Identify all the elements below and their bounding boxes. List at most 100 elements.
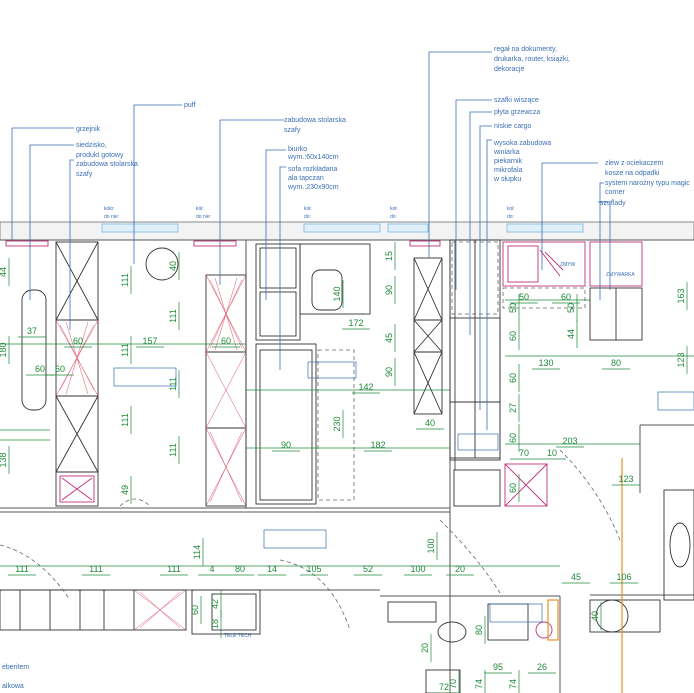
bottom-cabinets bbox=[0, 544, 261, 635]
dimension-label: 203 bbox=[562, 436, 577, 446]
label-siedzisko: siedzisko,produkt gotowy bbox=[76, 142, 124, 159]
dimension-label: 40 bbox=[590, 611, 600, 621]
leaders bbox=[11, 51, 611, 430]
dimension-label: 111 bbox=[168, 309, 178, 323]
dimension-label: 40 bbox=[425, 418, 435, 428]
dimension-label: 100 bbox=[426, 538, 436, 553]
dimension-label: 180 bbox=[0, 342, 8, 357]
dimension-label: 123 bbox=[676, 352, 686, 367]
dimension-label: 74 bbox=[508, 679, 518, 689]
dimension-label: 18 bbox=[210, 619, 220, 629]
door-swings bbox=[119, 498, 501, 631]
dimension-label: 111 bbox=[168, 377, 178, 391]
dimension-label: 90 bbox=[384, 367, 394, 377]
dimension-label: 50 bbox=[519, 292, 529, 302]
dimension-label: 60 bbox=[508, 373, 518, 383]
window-tags: koło:do nie: koł:do nie: koł:do: koł:do:… bbox=[104, 206, 635, 639]
svg-text:koło:do nie:: koło:do nie: bbox=[104, 206, 119, 220]
dimension-label: 60 bbox=[73, 336, 83, 346]
dimension-label: 90 bbox=[281, 440, 291, 450]
dimension-label: 60 bbox=[190, 605, 200, 615]
dimension-label: 42 bbox=[210, 599, 220, 609]
dimension-label: 26 bbox=[537, 662, 547, 672]
dimension-label: 20 bbox=[455, 564, 465, 574]
dimension-label: 90 bbox=[384, 285, 394, 295]
dimension-label: 60 bbox=[561, 292, 571, 302]
label-szafki: szafki wiszące bbox=[494, 97, 539, 104]
dimension-label: 37 bbox=[27, 326, 37, 336]
dimension-label: 80 bbox=[611, 358, 621, 368]
kitchen bbox=[449, 239, 643, 507]
dimension-label: 60 bbox=[35, 364, 45, 374]
svg-text:ZMYW: ZMYW bbox=[560, 262, 576, 268]
labels: regał na dokumenty,drukarka, router, ksi… bbox=[2, 46, 690, 690]
dimension-label: 72 bbox=[439, 682, 449, 692]
dimension-label: 52 bbox=[363, 564, 373, 574]
dimension-label: 182 bbox=[370, 440, 385, 450]
dimension-label: 49 bbox=[120, 485, 130, 495]
svg-text:TELE TECH: TELE TECH bbox=[224, 633, 252, 639]
dimension-label: 111 bbox=[89, 564, 103, 574]
dimension-label: 123 bbox=[618, 474, 633, 484]
dimension-label: 140 bbox=[332, 286, 342, 301]
dimension-label: 50 bbox=[508, 303, 518, 313]
dimension-label: 80 bbox=[235, 564, 245, 574]
dimension-label: 60 bbox=[508, 483, 518, 493]
dimension-label: 111 bbox=[120, 343, 130, 357]
dimension-label: 111 bbox=[120, 273, 130, 287]
dimension-label: 60 bbox=[55, 364, 65, 374]
dimension-label: 111 bbox=[120, 413, 130, 427]
middle-wardrobe bbox=[205, 274, 247, 507]
dimension-label: 44 bbox=[566, 329, 576, 339]
puff-shape bbox=[145, 247, 179, 281]
dimension-label: 60 bbox=[508, 331, 518, 341]
dimension-label: 157 bbox=[142, 336, 157, 346]
dimension-label: 60 bbox=[508, 433, 518, 443]
svg-text:koł:do nie:: koł:do nie: bbox=[196, 206, 211, 220]
dimension-label: 80 bbox=[474, 625, 484, 635]
left-wardrobe bbox=[55, 241, 99, 507]
windows bbox=[101, 223, 584, 233]
sofa bbox=[255, 343, 355, 505]
dimension-label: 60 bbox=[221, 336, 231, 346]
svg-text:koł:do:: koł:do: bbox=[507, 206, 515, 220]
label-szuflady: szuflady bbox=[600, 200, 626, 207]
dimension-label: 142 bbox=[358, 382, 373, 392]
dimension-label: 70 bbox=[519, 448, 529, 458]
dimension-label: 106 bbox=[616, 572, 631, 582]
label-cargo: niskie cargo bbox=[494, 123, 531, 130]
svg-text:koł:do:: koł:do: bbox=[304, 206, 312, 220]
dimension-label: 130 bbox=[538, 358, 553, 368]
dimension-label: 100 bbox=[410, 564, 425, 574]
right-cabinet bbox=[413, 257, 443, 415]
dimension-label: 114 bbox=[192, 545, 202, 559]
dimension-label: 14 bbox=[267, 564, 277, 574]
svg-text:koł:do:: koł:do: bbox=[390, 206, 398, 220]
dimension-label: 111 bbox=[168, 443, 178, 457]
dimension-label: 45 bbox=[384, 333, 394, 343]
dimension-label: 74 bbox=[474, 679, 484, 689]
dimension-label: 15 bbox=[384, 251, 394, 261]
dimension-label: 50 bbox=[566, 303, 576, 313]
dimension-label: 230 bbox=[332, 416, 342, 431]
dimension-label: 111 bbox=[167, 564, 181, 574]
dimension-label: 105 bbox=[306, 564, 321, 574]
label-grzejnik: grzejnik bbox=[76, 126, 101, 133]
info-boxes bbox=[113, 361, 694, 623]
radiators bbox=[5, 240, 441, 247]
svg-text:ZMYWARKA: ZMYWARKA bbox=[606, 272, 635, 278]
dimension-label: 138 bbox=[0, 452, 8, 467]
dimension-label: 45 bbox=[571, 572, 581, 582]
dimension-label: 95 bbox=[493, 662, 503, 672]
dimension-label: 40 bbox=[168, 261, 178, 271]
label-plyta: płyta grzewcza bbox=[494, 109, 540, 116]
